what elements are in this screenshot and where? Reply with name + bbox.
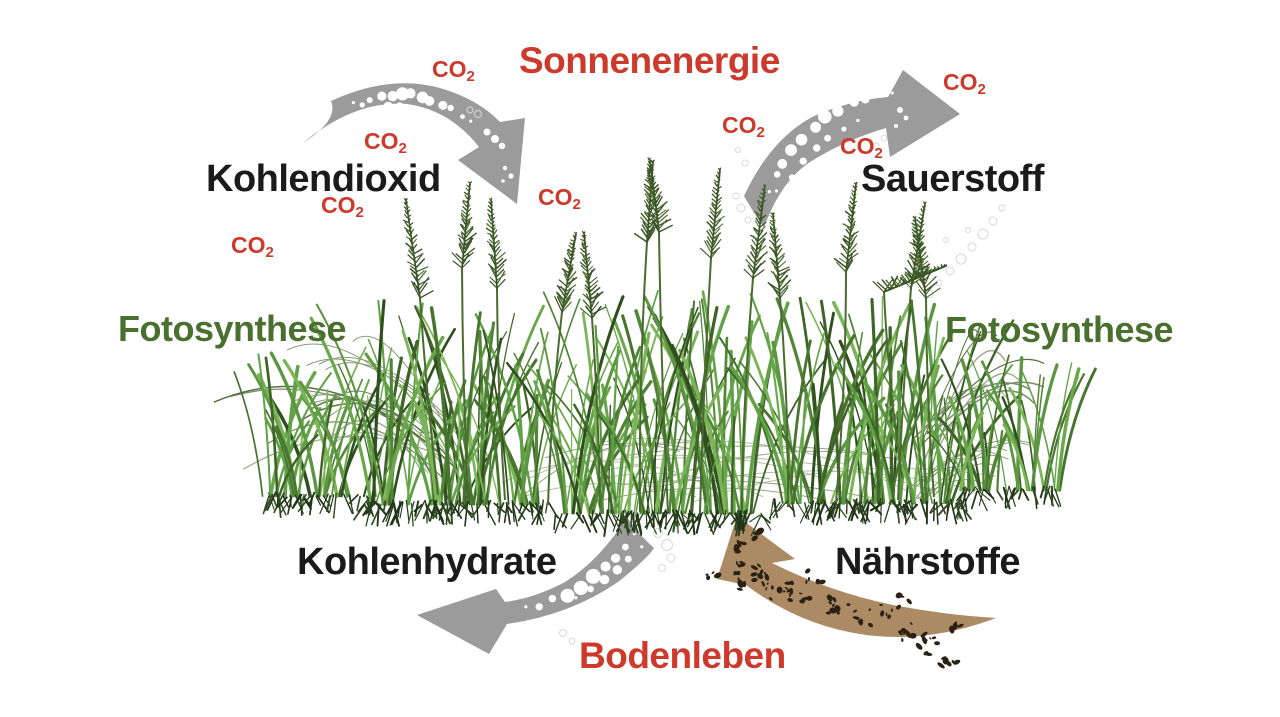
oxygen-out-arrow	[744, 70, 960, 228]
grass-base-fringe	[262, 485, 1062, 537]
co2-label: CO2	[432, 56, 475, 85]
grass-seed-heads	[402, 157, 948, 513]
co2-label: CO2	[722, 112, 765, 141]
co2-label: CO2	[321, 192, 364, 221]
carbohydrates-label: Kohlenhydrate	[297, 541, 557, 583]
co2-label: CO2	[840, 133, 883, 162]
nutrients-into-plant-arrow	[717, 516, 996, 637]
sun-energy-label: Sonnenenergie	[519, 40, 780, 81]
photosynthesis-left-label: Fotosynthese	[118, 308, 347, 349]
co2-label: CO2	[943, 69, 986, 98]
grass-blades	[233, 289, 1097, 515]
soil-speckles	[705, 527, 964, 669]
co2-label: CO2	[538, 184, 581, 213]
soil-life-label: Bodenleben	[579, 635, 786, 676]
photosynthesis-right-label: Fotosynthese	[945, 309, 1174, 350]
co2-label: CO2	[231, 232, 274, 261]
carbon-dioxide-label: Kohlendioxid	[206, 158, 441, 200]
oxygen-label: Sauerstoff	[861, 158, 1044, 200]
carbohydrates-to-soil-arrow	[417, 517, 654, 654]
co2-label: CO2	[364, 128, 407, 157]
nutrients-label: Nährstoffe	[835, 541, 1021, 583]
bubble-dots	[351, 87, 1006, 645]
